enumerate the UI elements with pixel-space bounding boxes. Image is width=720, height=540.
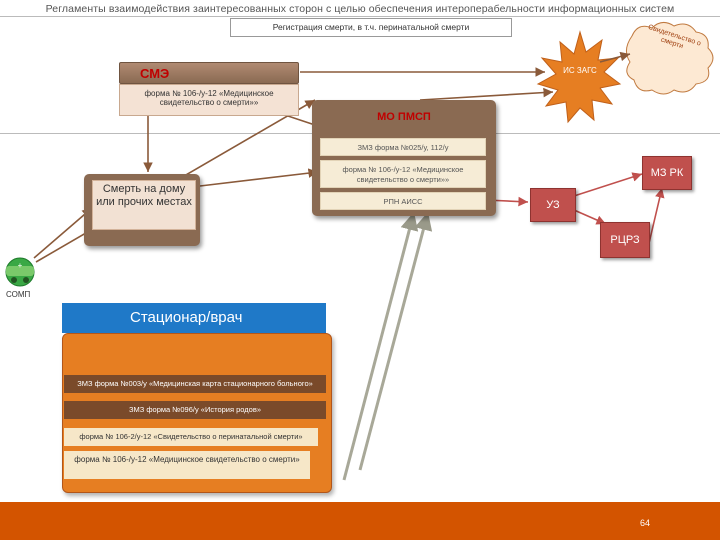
zags-label: ИС ЗАГС (563, 66, 597, 75)
footer-bar (0, 502, 720, 540)
mopmsp-title: МО ПМСП (377, 111, 431, 123)
mopmsp-row: ЗМЗ форма №025/у, 112/у (320, 138, 486, 156)
mopmsp-row: форма № 106-/у-12 «Медицинское свидетель… (320, 160, 486, 188)
svg-text:+: + (18, 261, 23, 270)
statsionar-row: форма № 106-/у-12 «Медицинское свидетель… (64, 451, 310, 479)
statsionar-title: Стационар/врач (62, 303, 326, 333)
statsionar-row: ЗМЗ форма №096/у «История родов» (64, 401, 326, 419)
zags-sun-icon (536, 30, 622, 124)
rcrz-box: РЦРЗ (600, 222, 650, 258)
statsionar-row: ЗМЗ форма №003/у «Медицинская карта стац… (64, 375, 326, 393)
page-number: 64 (640, 518, 651, 528)
uz-box: УЗ (530, 188, 576, 222)
page-title: Регламенты взаимодействия заинтересованн… (45, 3, 675, 15)
smp-label: СОМП (6, 290, 31, 299)
smz-form: форма № 106-/у-12 «Медицинское свидетель… (119, 84, 299, 116)
mopmsp-row: РПН АИСС (320, 192, 486, 210)
mz-rk-box: МЗ РК (642, 156, 692, 190)
death-home-label: Смерть на дому или прочих местах (92, 180, 196, 230)
certificate-cloud-icon (626, 22, 714, 95)
smz-title: СМЭ (119, 62, 299, 84)
page-subtitle: Регистрация смерти, в т.ч. перинатальной… (230, 18, 512, 37)
ambulance-smp-icon: + (5, 257, 35, 287)
header-divider (0, 16, 720, 17)
statsionar-row: форма № 106-2/у-12 «Свидетельство о пери… (64, 428, 318, 446)
